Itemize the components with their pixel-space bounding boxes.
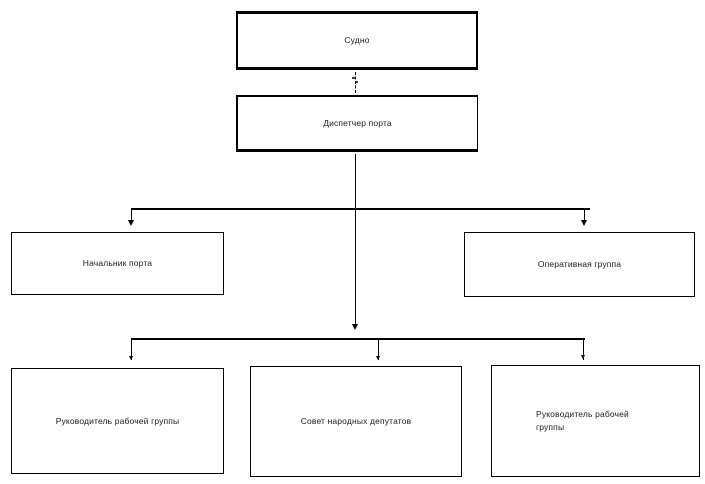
node-port-chief-label: Начальник порта: [82, 258, 153, 268]
node-council-of-peoples-deputies[interactable]: Совет народных депутатов: [250, 366, 462, 477]
node-operational-group[interactable]: Оперативная группа: [464, 232, 695, 297]
node-port-dispatcher-label: Диспетчер порта: [323, 117, 392, 128]
edge-dispatcher-stem: [355, 154, 356, 208]
node-ship[interactable]: Судно: [236, 11, 478, 70]
arrow-to-work-group-leader-left: [129, 356, 133, 360]
edge-bus-to-work-group-leader-right: [583, 338, 584, 360]
node-work-group-leader-right[interactable]: Руководитель рабочей группы: [491, 365, 700, 477]
node-operational-group-label: Оперативная группа: [537, 259, 622, 269]
edge-bus-to-operational-group: [584, 208, 585, 224]
edge-center-stem-level3: [355, 209, 356, 327]
edge-bus-to-work-group-leader-left: [131, 338, 132, 360]
arrow-to-port-chief: [128, 220, 134, 226]
arrow-to-work-group-leader-right: [581, 355, 585, 359]
node-ship-label: Судно: [344, 35, 370, 45]
arrow-to-operational-group: [581, 220, 587, 226]
scan-speck: [352, 77, 355, 79]
node-port-chief[interactable]: Начальник порта: [11, 232, 224, 295]
arrow-center-stem-level3: [352, 324, 358, 330]
edge-bus-level2: [131, 208, 590, 210]
edge-bus-level3: [132, 338, 585, 340]
node-work-group-leader-right-label: Руководитель рабочей группы: [536, 409, 629, 432]
edge-bus-to-council: [378, 338, 379, 360]
arrow-to-council: [376, 356, 380, 360]
scan-speck: [356, 81, 358, 83]
edge-bus-to-port-chief: [131, 208, 132, 224]
edge-ship-to-dispatcher: [355, 72, 356, 93]
node-council-of-peoples-deputies-label: Совет народных депутатов: [300, 416, 412, 426]
node-work-group-leader-left[interactable]: Руководитель рабочей группы: [11, 368, 224, 474]
node-port-dispatcher[interactable]: Диспетчер порта: [236, 95, 478, 152]
node-work-group-leader-left-label: Руководитель рабочей группы: [55, 415, 180, 426]
